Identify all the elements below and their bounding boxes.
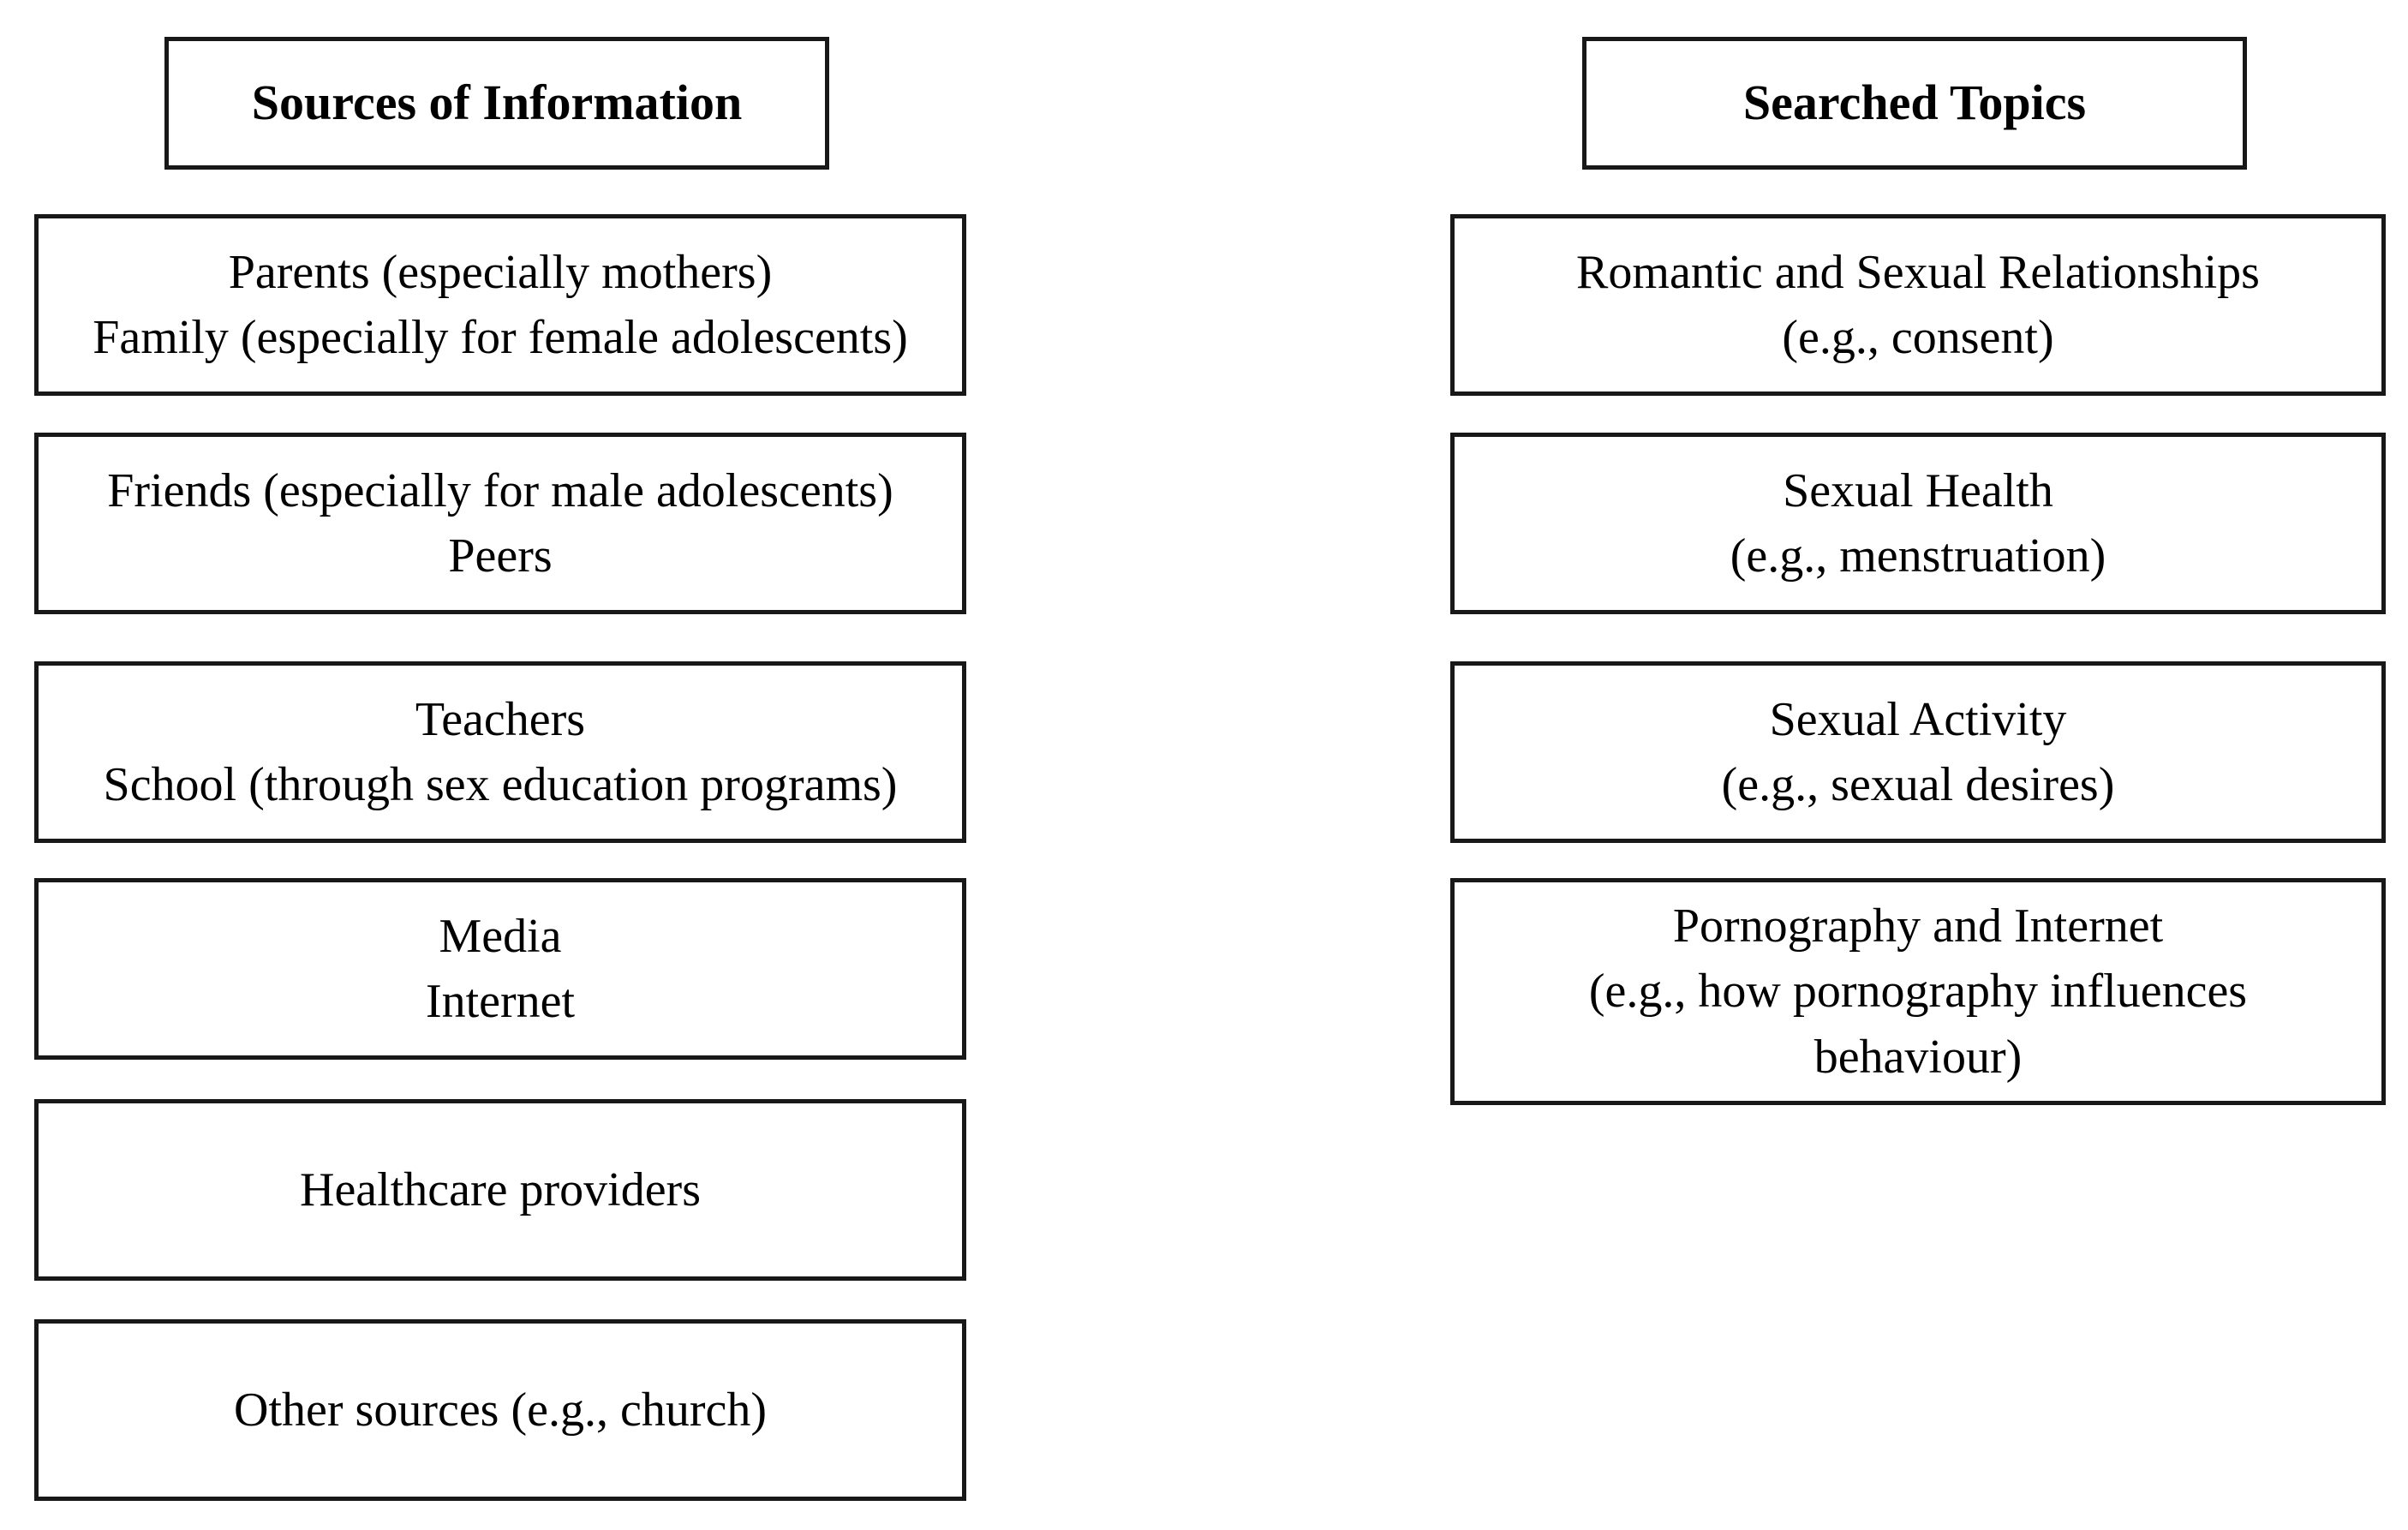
- box-line: Media: [439, 909, 562, 963]
- box-pornography-internet: Pornography and Internet (e.g., how porn…: [1450, 878, 2386, 1105]
- box-line: Parents (especially mothers): [228, 245, 773, 299]
- box-line: Other sources (e.g., church): [234, 1383, 767, 1437]
- box-sexual-health: Sexual Health (e.g., menstruation): [1450, 433, 2386, 614]
- box-line: Romantic and Sexual Relationships: [1576, 245, 2260, 299]
- header-label: Sources of Information: [251, 75, 743, 131]
- box-line: School (through sex education programs): [103, 758, 898, 811]
- box-line: Sexual Health: [1783, 463, 2053, 517]
- box-other-sources: Other sources (e.g., church): [34, 1319, 966, 1501]
- box-parents-family: Parents (especially mothers) Family (esp…: [34, 214, 966, 396]
- header-label: Searched Topics: [1742, 75, 2087, 131]
- box-line: Peers: [448, 529, 553, 583]
- sources-of-information-header: Sources of Information: [164, 37, 829, 170]
- box-sexual-activity: Sexual Activity (e.g., sexual desires): [1450, 661, 2386, 843]
- box-line: Sexual Activity: [1769, 692, 2067, 746]
- box-line: Internet: [425, 975, 576, 1028]
- box-line: (e.g., consent): [1782, 311, 2054, 364]
- box-line: Pornography and Internet: [1672, 899, 2164, 953]
- box-line: Family (especially for female adolescent…: [93, 311, 908, 364]
- box-line: (e.g., how pornography influences behavi…: [1588, 965, 2248, 1084]
- box-line: (e.g., sexual desires): [1721, 758, 2115, 811]
- searched-topics-header: Searched Topics: [1582, 37, 2247, 170]
- box-teachers-school: Teachers School (through sex education p…: [34, 661, 966, 843]
- box-line: (e.g., menstruation): [1730, 529, 2106, 583]
- box-line: Teachers: [415, 692, 586, 746]
- box-healthcare-providers: Healthcare providers: [34, 1099, 966, 1281]
- box-media-internet: Media Internet: [34, 878, 966, 1060]
- box-friends-peers: Friends (especially for male adolescents…: [34, 433, 966, 614]
- box-line: Friends (especially for male adolescents…: [107, 463, 893, 517]
- box-line: Healthcare providers: [300, 1162, 701, 1216]
- box-romantic-sexual-relationships: Romantic and Sexual Relationships (e.g.,…: [1450, 214, 2386, 396]
